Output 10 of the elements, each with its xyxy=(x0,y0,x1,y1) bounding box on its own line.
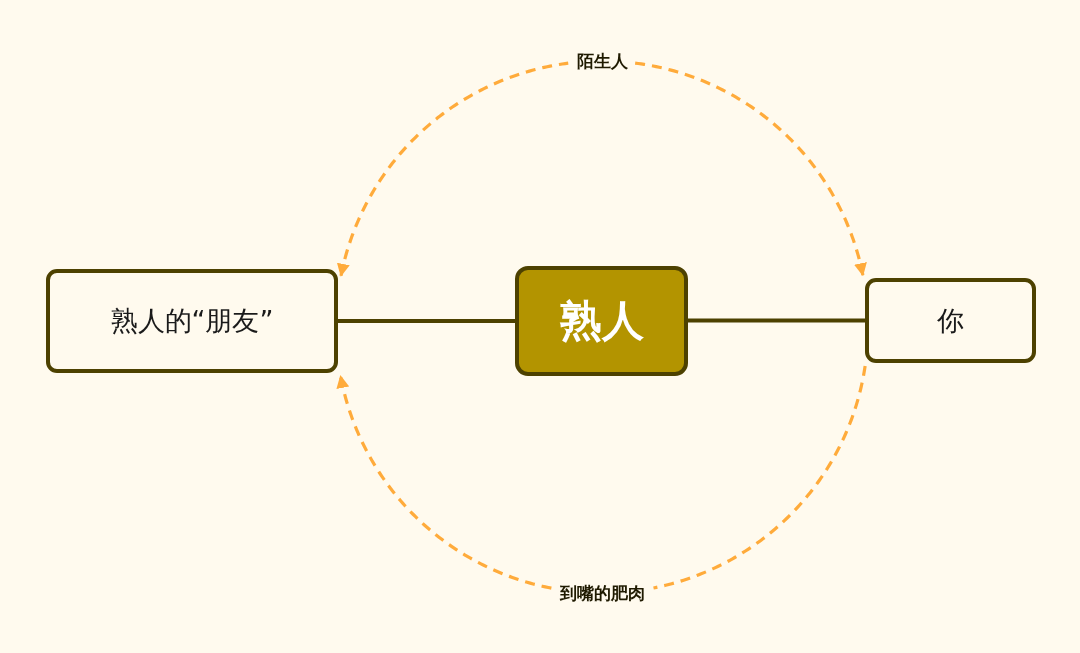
node-text: 熟人的“朋友” xyxy=(110,304,274,338)
dashed-arrow xyxy=(337,61,867,278)
dashed-arrow xyxy=(336,364,867,590)
highlighted-node xyxy=(515,266,688,376)
connector-line xyxy=(688,318,865,323)
rounded-node xyxy=(865,278,1036,363)
rounded-node xyxy=(46,269,338,373)
connector-line xyxy=(338,319,515,323)
node-text: 熟人 xyxy=(559,295,644,347)
node-text: 你 xyxy=(937,303,964,338)
